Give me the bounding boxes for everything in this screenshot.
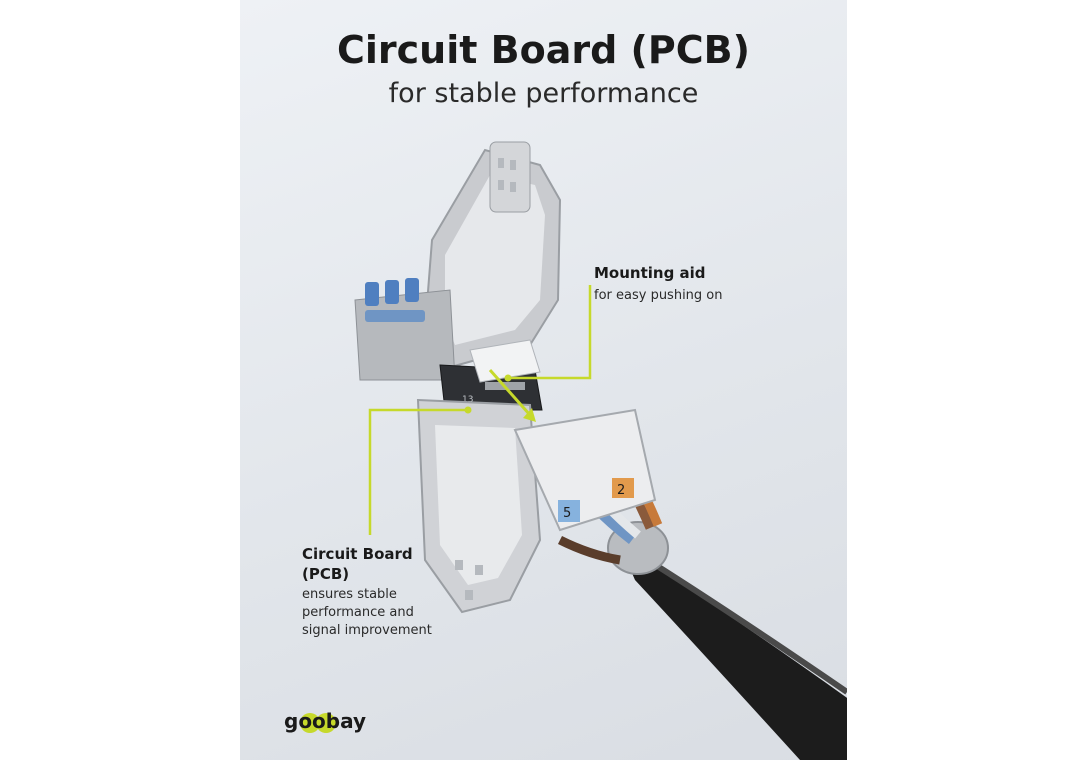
terminal-blue-tag xyxy=(558,500,580,522)
product-panel: Circuit Board (PCB) for stable performan… xyxy=(240,0,847,760)
insert-direction-arrow xyxy=(488,369,532,416)
pcb-callout-text-line2: performance and xyxy=(302,605,414,620)
pcb-callout-line xyxy=(368,408,468,535)
pcb-callout-text-line1: ensures stable xyxy=(302,587,397,602)
terminal-orange-tag xyxy=(612,478,634,498)
housing-grip-ridges xyxy=(498,158,516,192)
pcb-callout-title-line1: Circuit Board xyxy=(302,545,413,563)
wire-dark-brown xyxy=(557,535,621,565)
housing-lower-inner xyxy=(435,425,522,585)
terminal-orange-number: 2 xyxy=(617,483,625,498)
mounting-aid-text: for easy pushing on xyxy=(594,288,723,303)
housing-lower-ridges xyxy=(455,560,483,600)
goobay-logo: goobay xyxy=(284,709,366,733)
mounting-aid-block xyxy=(469,339,541,383)
pcb-callout-title-line2: (PCB) xyxy=(302,565,350,583)
mounting-aid-callout-dot xyxy=(504,374,512,382)
pcb-callout-dot xyxy=(464,406,472,414)
housing-upper-inner xyxy=(445,175,545,345)
rj45-connector-illustration: 13 5 2 xyxy=(354,141,847,760)
cable-jacket xyxy=(620,545,847,760)
insert-direction-arrowhead xyxy=(523,408,536,422)
mounting-aid-title: Mounting aid xyxy=(594,264,706,282)
latch-tab xyxy=(489,141,531,213)
pcb-number: 13 xyxy=(462,395,473,405)
page-subtitle: for stable performance xyxy=(388,78,699,109)
blue-contacts xyxy=(365,278,425,322)
pcb-callout-text-line3: signal improvement xyxy=(302,623,432,638)
mounting-aid-callout-line xyxy=(508,285,592,380)
goobay-logo-text: goobay xyxy=(284,709,366,733)
terminal-blue-number: 5 xyxy=(563,506,571,521)
page-title: Circuit Board (PCB) xyxy=(337,28,750,72)
wire-holder xyxy=(513,408,657,532)
